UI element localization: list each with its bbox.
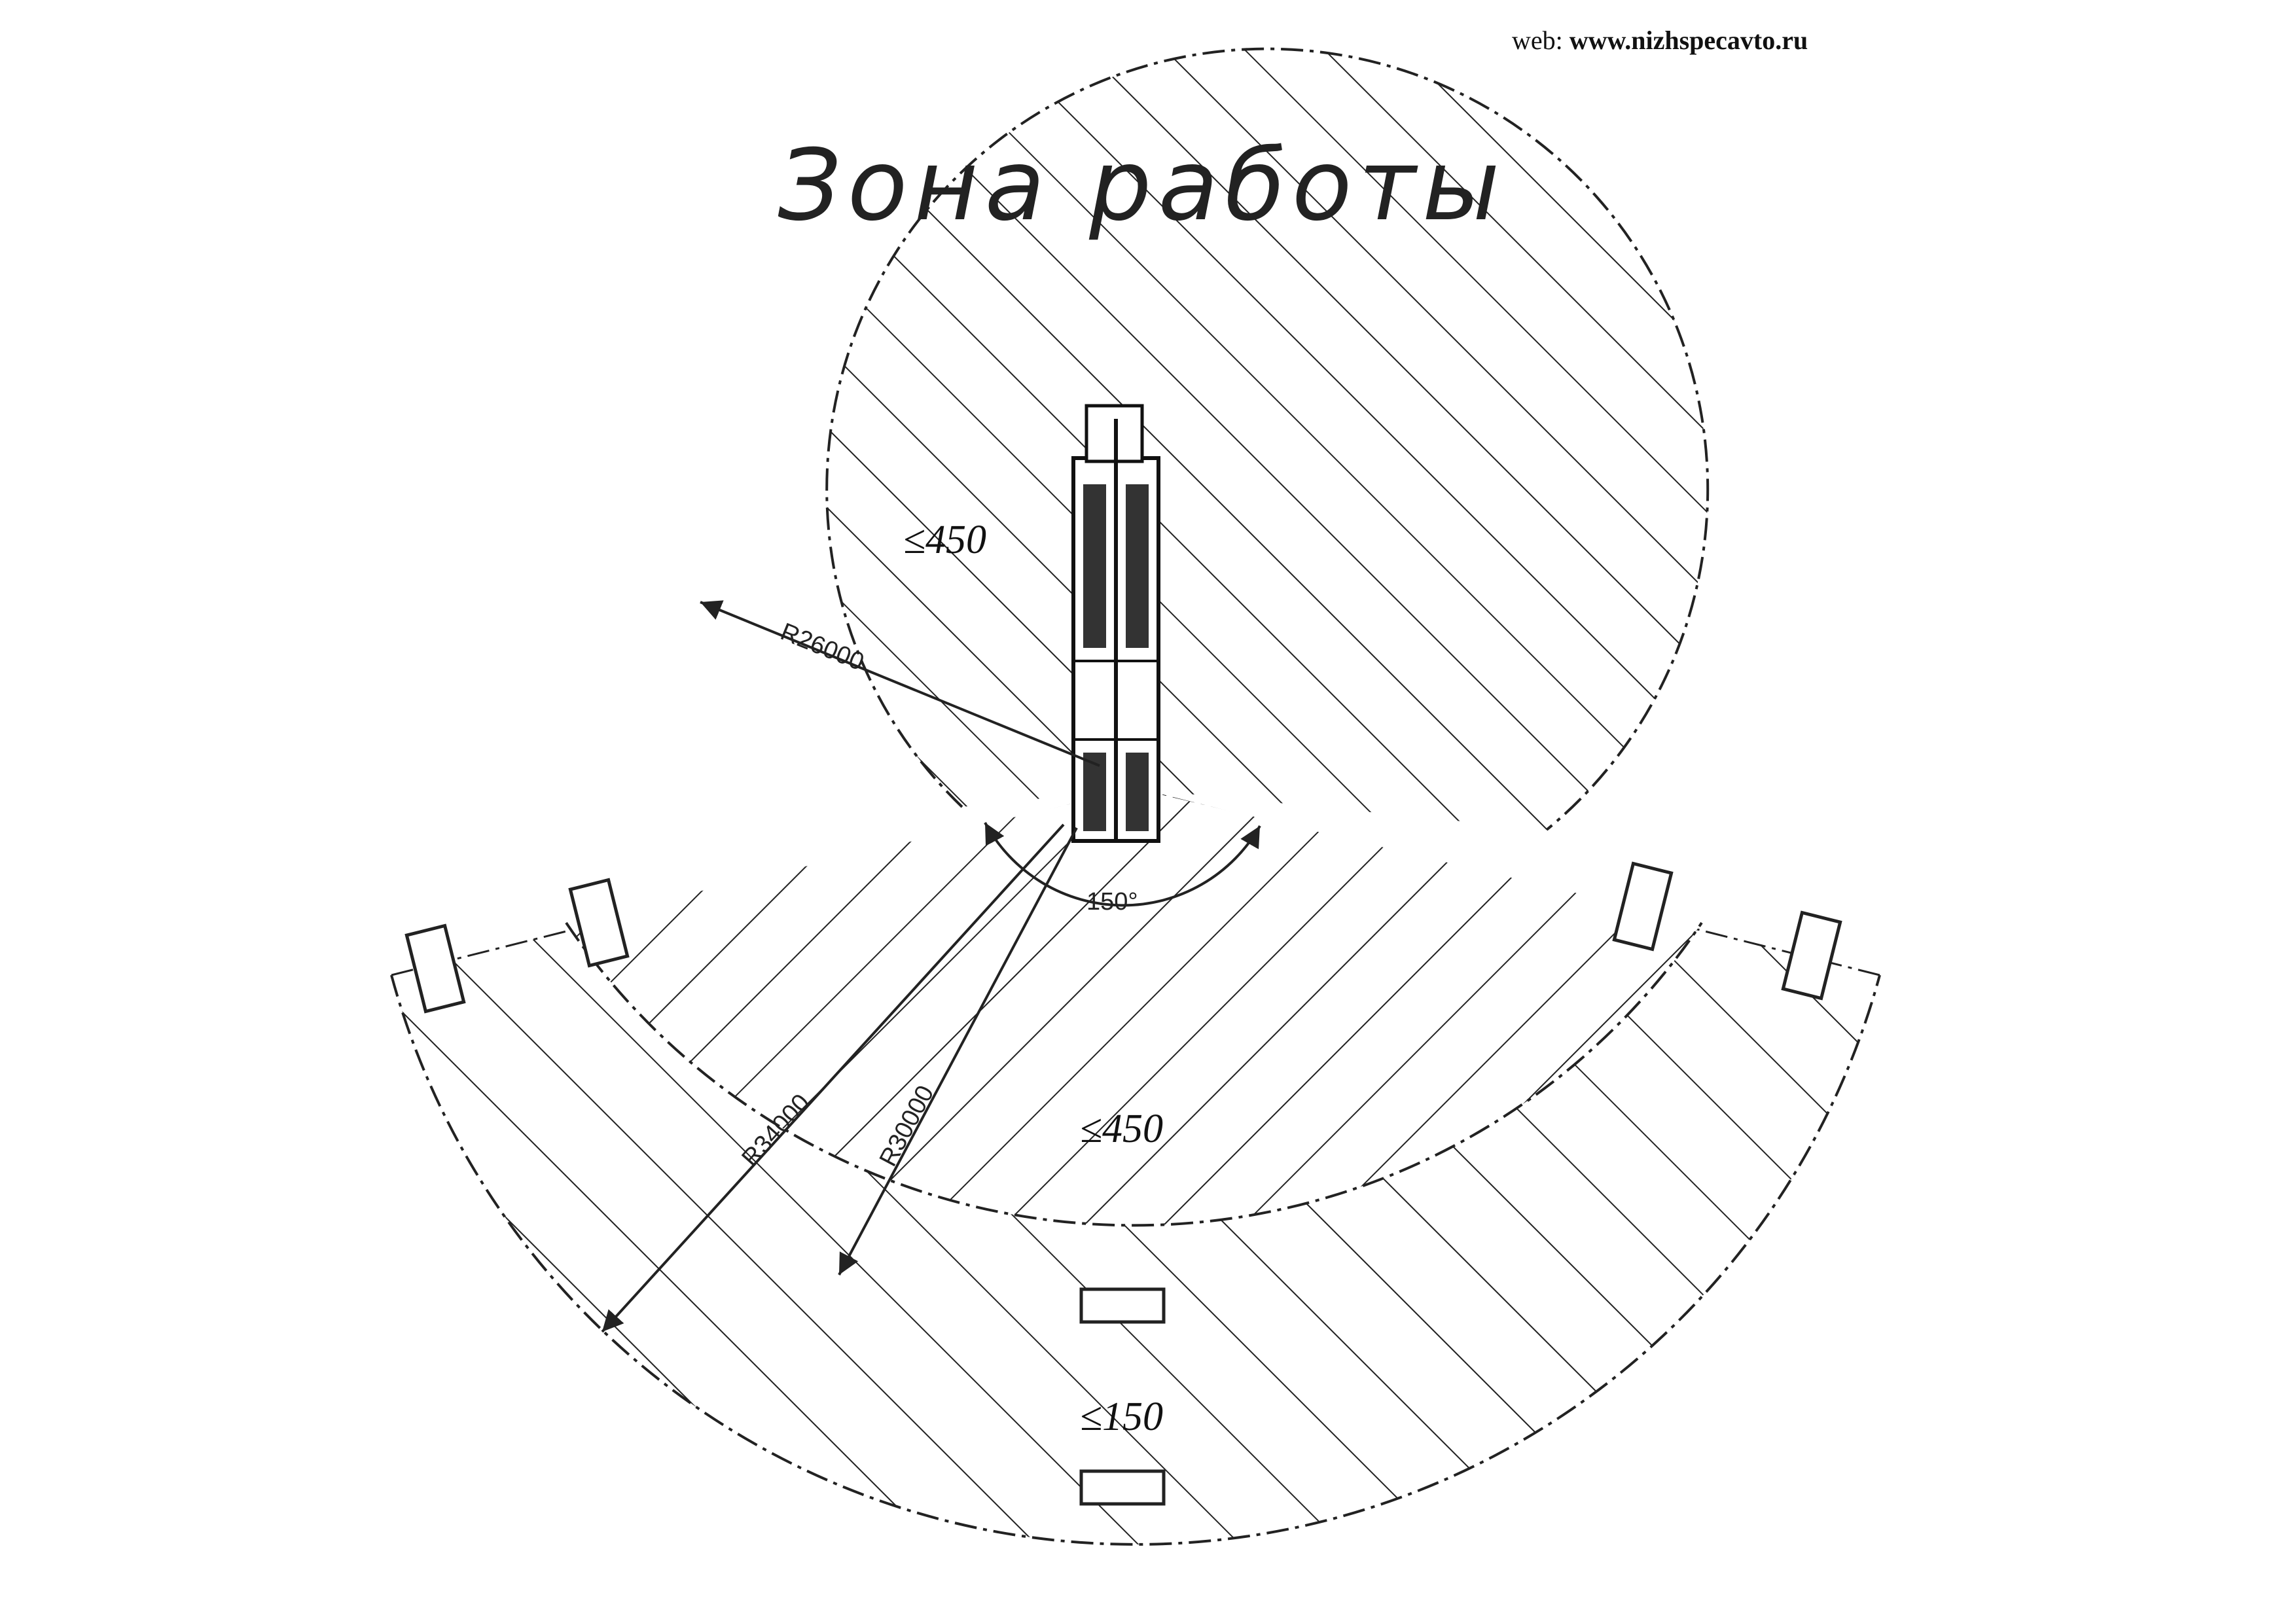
zone-rear-load-label: ≤450 [903,518,986,562]
website-line: web: www.nizhspecavto.ru [1512,25,1808,56]
front-angle-label: 150° [1086,888,1138,916]
zone-front-inner-load-label: ≤450 [1080,1107,1163,1151]
website-url: www.nizhspecavto.ru [1569,26,1808,55]
dimension-lines [601,600,1261,1333]
crane-silhouette [1071,404,1160,843]
web-prefix: web: [1512,26,1563,55]
zone-front-outer-load-label: ≤150 [1080,1395,1163,1439]
zone-front-inner [565,789,1703,1227]
zone-rear [825,47,1710,831]
outrigger-pads [404,861,1842,1506]
